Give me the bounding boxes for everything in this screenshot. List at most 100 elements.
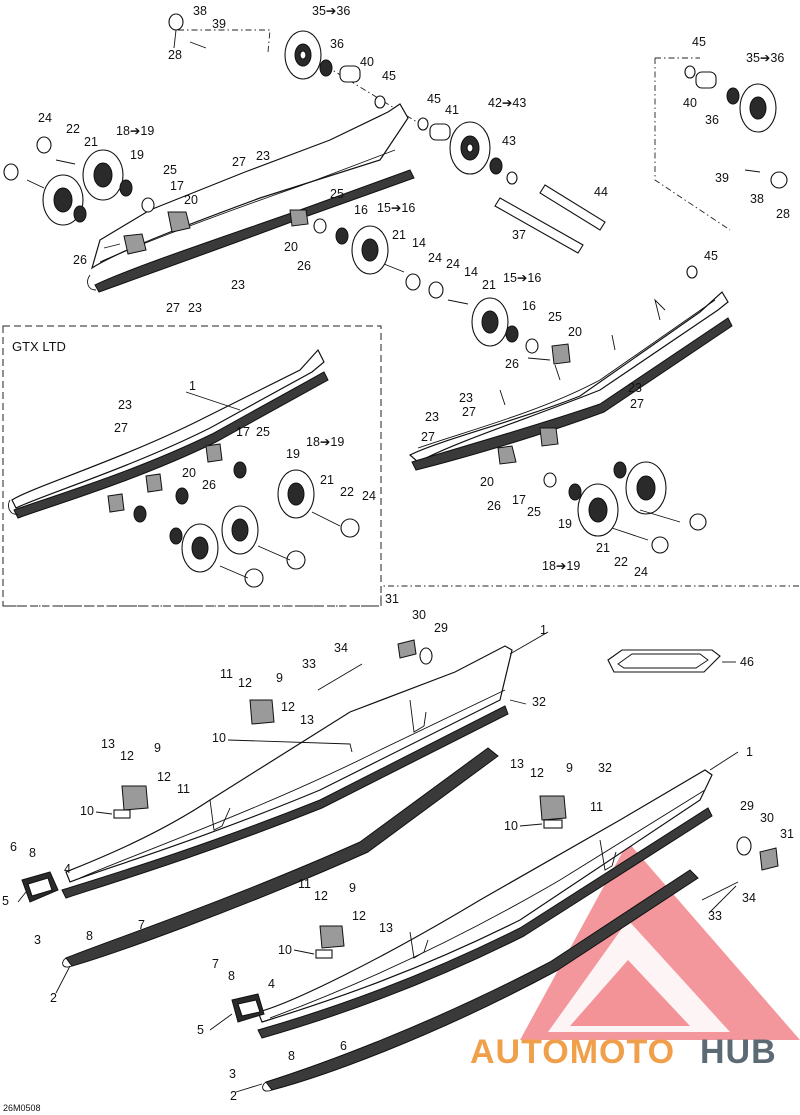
bumper-5-right [231,993,265,1023]
callout-12: 12 [352,909,366,923]
callout-8: 8 [228,969,235,983]
callout-1: 1 [746,745,753,759]
bottom-section-dashed-guide [3,585,800,607]
callout-24: 24 [446,257,460,271]
callout-5: 5 [2,894,9,908]
callout-27: 27 [462,405,476,419]
callout-38: 38 [750,192,764,206]
callout-8: 8 [29,846,36,860]
callout-25: 25 [527,505,541,519]
callout-27: 27 [421,430,435,444]
callout-19: 19 [286,447,300,461]
callout-45: 45 [704,249,718,263]
callout-24: 24 [428,251,442,265]
callout-26: 26 [297,259,311,273]
callout-10: 10 [80,804,94,818]
callout-36: 36 [330,37,344,51]
bearings-and-spacers-top [3,13,788,554]
idler-wheel-15-16-mid [351,225,389,275]
callout-20: 20 [568,325,582,339]
callout-24: 24 [38,111,52,125]
callout-10: 10 [212,731,226,745]
callout-15-16: 15➔16 [377,201,415,215]
callout-12: 12 [281,700,295,714]
callout-19: 19 [130,148,144,162]
callout-23: 23 [118,398,132,412]
callout-21: 21 [482,278,496,292]
callout-29: 29 [740,799,754,813]
watermark-text-hub: HUB [700,1033,777,1071]
callout-10: 10 [278,943,292,957]
drawing-code: 26M0508 [3,1103,41,1113]
callout-23: 23 [425,410,439,424]
callout-12: 12 [238,676,252,690]
callout-27: 27 [630,397,644,411]
callout-27: 27 [232,155,246,169]
callout-8: 8 [288,1049,295,1063]
callout-10: 10 [504,819,518,833]
callout-39: 39 [715,171,729,185]
bumper-5-left [21,871,59,903]
axle-brackets-top [123,209,571,465]
callout-7: 7 [212,957,219,971]
callout-41: 41 [445,103,459,117]
callout-20: 20 [284,240,298,254]
callout-21: 21 [320,473,334,487]
callout-12: 12 [157,770,171,784]
callout-9: 9 [566,761,573,775]
callout-25: 25 [548,310,562,324]
callout-32: 32 [598,761,612,775]
callout-26: 26 [73,253,87,267]
idler-wheel-15-16-right [471,297,509,347]
callout-7: 7 [138,918,145,932]
callout-33: 33 [302,657,316,671]
callout-1: 1 [540,623,547,637]
leader-lines [17,29,739,1093]
callout-45: 45 [382,69,396,83]
callout-25: 25 [163,163,177,177]
upper-right-slide-rail [408,291,733,471]
gtx-ltd-wheels [107,443,360,588]
callout-4: 4 [64,862,71,876]
callout-11: 11 [298,877,311,891]
callout-labels: 35➔36 38 39 28 36 40 45 45 41 42➔43 43 4… [2,4,794,1103]
callout-31: 31 [780,827,794,841]
callout-19: 19 [558,517,572,531]
lower-right-slide-rail-1 [257,769,713,1039]
callout-21: 21 [84,135,98,149]
callout-12: 12 [314,889,328,903]
callout-11: 11 [220,667,233,681]
watermark-triangle-inner [548,920,730,1032]
callout-2: 2 [50,991,57,1005]
shaft-44 [539,184,606,231]
callout-8: 8 [86,929,93,943]
callout-9: 9 [349,881,356,895]
callout-33: 33 [708,909,722,923]
callout-11: 11 [590,800,603,814]
callout-45: 45 [427,92,441,106]
callout-46: 46 [740,655,754,669]
callout-13: 13 [300,713,314,727]
callout-21: 21 [392,228,406,242]
idler-wheel-35-36-right [739,83,777,133]
callout-23: 23 [256,149,270,163]
idler-wheel-18-19-right [577,461,667,537]
callout-27: 27 [166,301,180,315]
callout-14: 14 [412,236,426,250]
lower-right-skid-2 [262,869,699,1092]
callout-24: 24 [634,565,648,579]
callout-4: 4 [268,977,275,991]
callout-23: 23 [628,381,642,395]
callout-30: 30 [760,811,774,825]
callout-28: 28 [168,48,182,62]
callout-22: 22 [340,485,354,499]
callout-28: 28 [776,207,790,221]
callout-34: 34 [334,641,348,655]
callout-3: 3 [229,1067,236,1081]
callout-20: 20 [182,466,196,480]
slider-bracket-9-parts [113,699,567,959]
callout-42-43: 42➔43 [488,96,526,110]
callout-40: 40 [683,96,697,110]
callout-23: 23 [188,301,202,315]
